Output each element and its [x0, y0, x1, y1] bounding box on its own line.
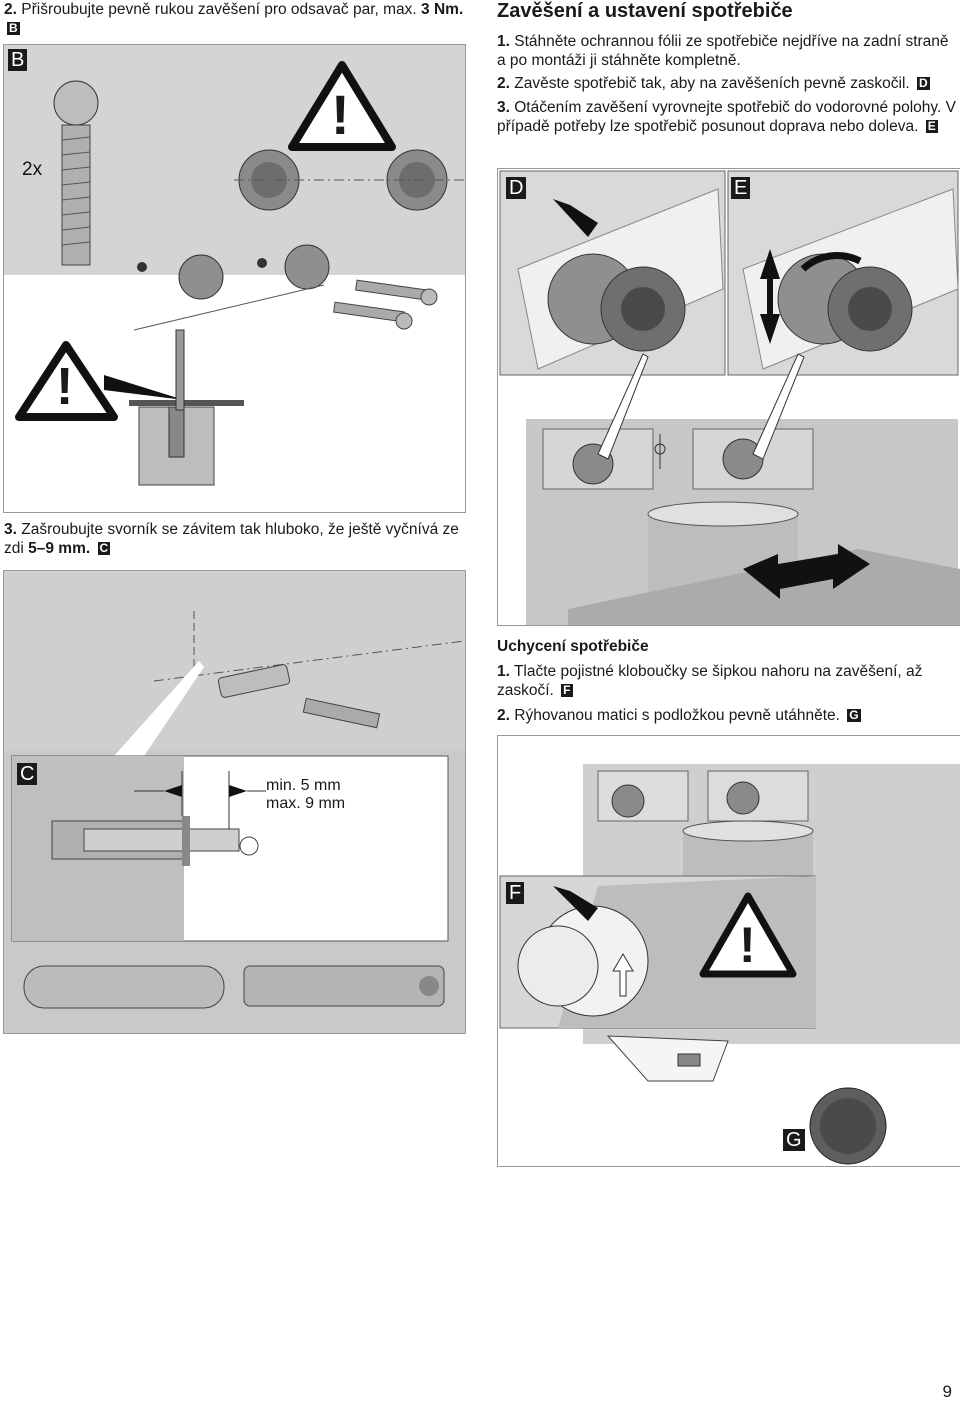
- right-step-3: 3. Otáčením zavěšení vyrovnejte spotřebi…: [497, 98, 957, 136]
- step-number: 3.: [4, 521, 17, 538]
- min-dimension-label: min. 5 mm: [266, 777, 341, 794]
- step-number: 2.: [497, 707, 510, 724]
- figure-d-e: D E: [497, 168, 960, 626]
- figure-ref-b: B: [7, 21, 20, 35]
- figure-b: B 2x ! !: [3, 44, 466, 513]
- figure-ref-e: E: [925, 119, 938, 133]
- figure-ref-g: G: [847, 708, 861, 722]
- figure-label-g: G: [783, 1129, 805, 1151]
- step-text: Zašroubujte svorník se závitem tak hlubo…: [4, 521, 459, 557]
- figure-ref-d: D: [917, 76, 930, 90]
- sub-section-title: Uchycení spotřebiče: [497, 638, 649, 655]
- right-step-2: 2. Zavěste spotřebič tak, aby na zavěšen…: [497, 74, 957, 93]
- figure-label-f: F: [506, 882, 525, 904]
- step-text: Stáhněte ochrannou fólii ze spotřebiče n…: [497, 33, 949, 69]
- left-step-2: 2. Přišroubujte pevně rukou zavěšení pro…: [4, 0, 464, 38]
- step-number: 1.: [497, 33, 510, 50]
- figure-label-c: C: [17, 763, 38, 785]
- step-text: Zavěste spotřebič tak, aby na zavěšeních…: [514, 75, 910, 92]
- figure-label-e: E: [731, 177, 751, 199]
- torque-value: 3 Nm.: [421, 1, 464, 18]
- figure-c: C min. 5 mm max. 9 mm: [3, 570, 466, 1034]
- figure-label-d: D: [506, 177, 527, 199]
- figure-label-b: B: [8, 49, 28, 71]
- page-number: 9: [942, 1382, 952, 1401]
- step-number: 2.: [497, 75, 510, 92]
- left-step-3: 3. Zašroubujte svorník se závitem tak hl…: [4, 520, 464, 558]
- step-text: Tlačte pojistné kloboučky se šipkou naho…: [497, 663, 923, 699]
- figure-ref-c: C: [97, 541, 111, 555]
- quantity-label: 2x: [22, 159, 43, 180]
- figure-f-g: F G !: [497, 735, 960, 1167]
- warning-icon: !: [331, 83, 350, 146]
- step-number: 3.: [497, 99, 510, 116]
- step-number: 2.: [4, 1, 17, 18]
- step-text: Otáčením zavěšení vyrovnejte spotřebič d…: [497, 99, 956, 135]
- depth-value: 5–9 mm.: [28, 540, 91, 557]
- section-title: Zavěšení a ustavení spotřebiče: [497, 0, 793, 22]
- step-text: Rýhovanou matici s podložkou pevně utáhn…: [514, 707, 840, 724]
- figure-ref-f: F: [561, 683, 573, 697]
- warning-icon: !: [739, 917, 756, 973]
- warning-icon: !: [56, 358, 74, 416]
- step-text: Přišroubujte pevně rukou zavěšení pro od…: [21, 1, 417, 18]
- step-number: 1.: [497, 663, 510, 680]
- right-step2-1: 1. Tlačte pojistné kloboučky se šipkou n…: [497, 662, 957, 700]
- max-dimension-label: max. 9 mm: [266, 795, 346, 812]
- right-step-1: 1. Stáhněte ochrannou fólii ze spotřebič…: [497, 32, 957, 70]
- right-step2-2: 2. Rýhovanou matici s podložkou pevně ut…: [497, 706, 957, 725]
